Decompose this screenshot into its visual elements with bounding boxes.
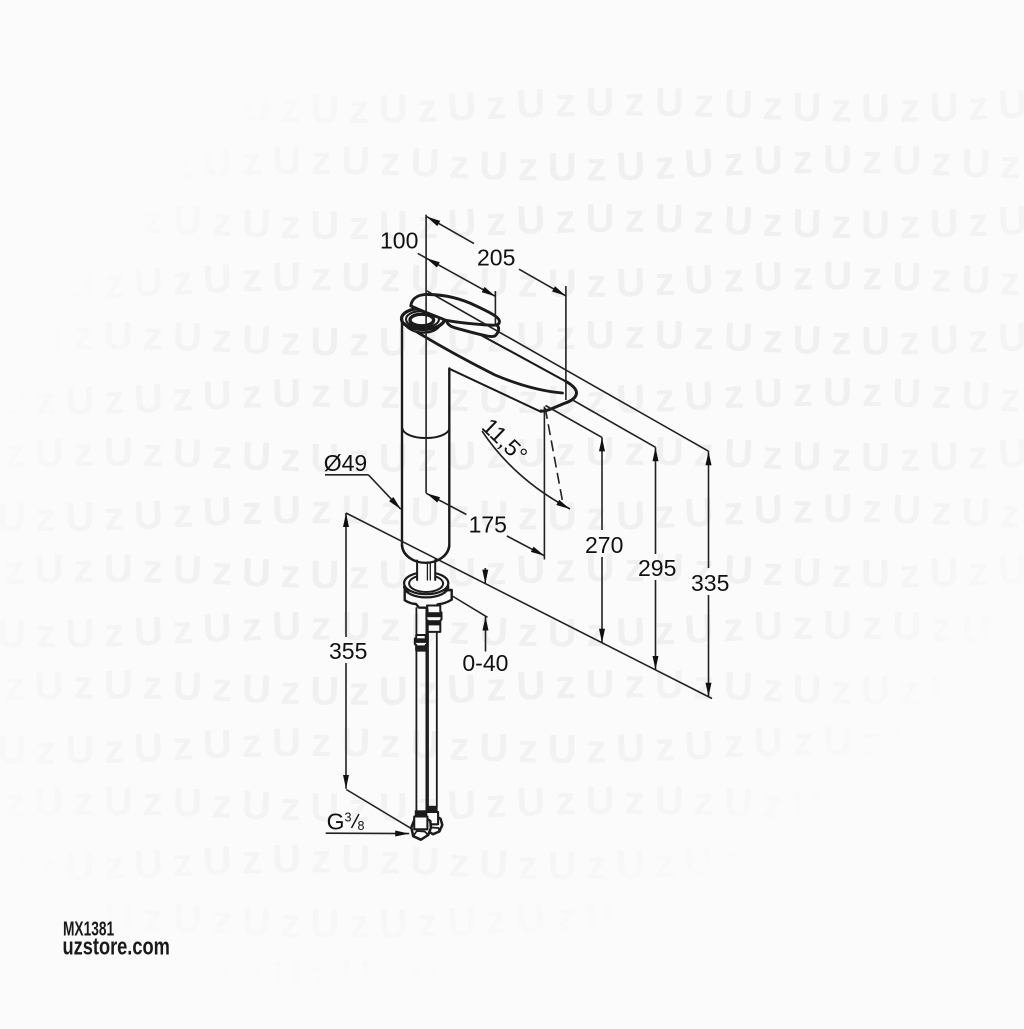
svg-text:MX1381: MX1381 xyxy=(63,917,114,940)
svg-text:175: 175 xyxy=(469,512,507,538)
svg-text:295: 295 xyxy=(638,555,676,581)
svg-text:3: 3 xyxy=(345,811,352,825)
svg-text:0-40: 0-40 xyxy=(462,650,508,676)
svg-text:8: 8 xyxy=(358,819,365,833)
svg-text:G: G xyxy=(327,809,345,835)
svg-text:uzstore.com: uzstore.com xyxy=(63,933,170,960)
svg-text:Ø49: Ø49 xyxy=(324,450,367,476)
svg-text:100: 100 xyxy=(380,228,418,254)
svg-text:355: 355 xyxy=(329,638,367,664)
svg-text:335: 335 xyxy=(691,570,729,596)
svg-text:270: 270 xyxy=(585,532,623,558)
svg-text:205: 205 xyxy=(477,245,515,271)
